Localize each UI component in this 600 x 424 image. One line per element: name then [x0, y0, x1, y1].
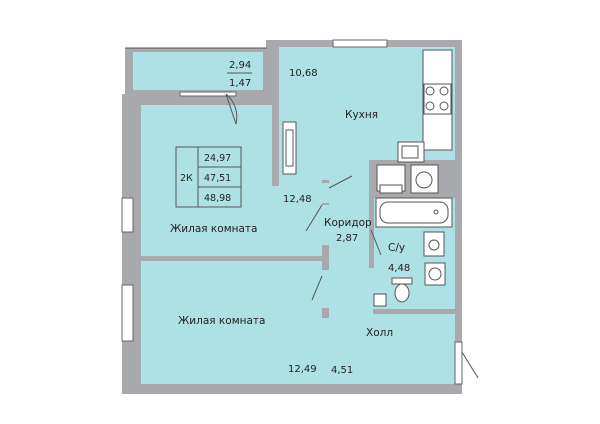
bath-cabinet	[373, 293, 387, 307]
bathroom-label: С/у	[388, 242, 405, 254]
toilet-icon	[394, 283, 410, 303]
corridor-door-gap	[322, 205, 329, 245]
burner-icon	[439, 86, 449, 96]
bathtub-drain-icon	[433, 209, 439, 215]
bathroom-door	[370, 229, 382, 256]
boiler-icon	[428, 267, 442, 281]
living1-door-gap	[322, 183, 329, 203]
corridor-label: Коридор	[324, 217, 372, 229]
stove	[423, 83, 452, 115]
living-room-2-area	[141, 261, 324, 384]
entrance-threshold	[454, 341, 463, 385]
kitchen-area: 10,68	[289, 68, 318, 79]
wall-bathroom-south	[373, 309, 455, 314]
kitchen-window	[332, 39, 388, 48]
living-room-2-area-value: 12,49	[288, 364, 317, 375]
hall-upper-strip	[329, 175, 371, 265]
wall-bathroom-west	[369, 160, 374, 270]
bathtub	[375, 197, 453, 228]
total-area-value: 47,51	[204, 173, 231, 184]
burner-icon	[439, 101, 449, 111]
balcony-area-2: 1,47	[229, 78, 251, 89]
living1-shelf-inner	[285, 129, 294, 167]
living1-window	[121, 197, 134, 233]
entrance-door	[461, 351, 479, 379]
balcony-room	[133, 52, 263, 90]
hall-lower-gap	[322, 318, 329, 384]
toilet-tank	[391, 277, 413, 285]
living2-door-gap	[322, 270, 329, 308]
wall-kitchen-living	[272, 94, 279, 186]
washbasin-bowl-icon	[428, 239, 440, 251]
living-area-value: 24,97	[204, 153, 231, 164]
balcony-window	[179, 91, 237, 97]
cabinet-small	[379, 184, 403, 194]
wall-living-divider	[141, 256, 324, 261]
washing-machine	[410, 164, 439, 194]
burner-icon	[425, 86, 435, 96]
hall-label: Холл	[366, 327, 393, 339]
total-area-balcony-value: 48,98	[204, 193, 231, 204]
washbasin	[423, 231, 445, 257]
bathroom-area-value: 4,48	[388, 263, 410, 274]
summary-table	[175, 146, 242, 208]
living2-door	[311, 275, 323, 301]
bath-door-gap	[369, 268, 374, 290]
living1-door	[328, 175, 353, 189]
living-room-1-area-value: 12,48	[283, 194, 312, 205]
burner-icon	[425, 101, 435, 111]
corridor-area-value: 2,87	[336, 233, 358, 244]
living-room-2-label: Жилая комната	[178, 315, 265, 327]
wall-bath-top	[373, 195, 455, 198]
corridor-door	[305, 204, 323, 232]
hall-area-value: 4,51	[331, 365, 353, 376]
kitchen-sink-bowl	[401, 145, 419, 159]
kitchen-label: Кухня	[345, 109, 378, 121]
living-room-1-label: Жилая комната	[170, 223, 257, 235]
washer-drum-icon	[415, 171, 433, 189]
rooms-label: 2К	[180, 173, 193, 184]
balcony-area-1: 2,94	[229, 60, 251, 71]
bathtub-inner	[379, 201, 449, 224]
boiler	[424, 262, 446, 286]
living2-window	[121, 284, 134, 342]
balcony-door	[225, 93, 238, 125]
